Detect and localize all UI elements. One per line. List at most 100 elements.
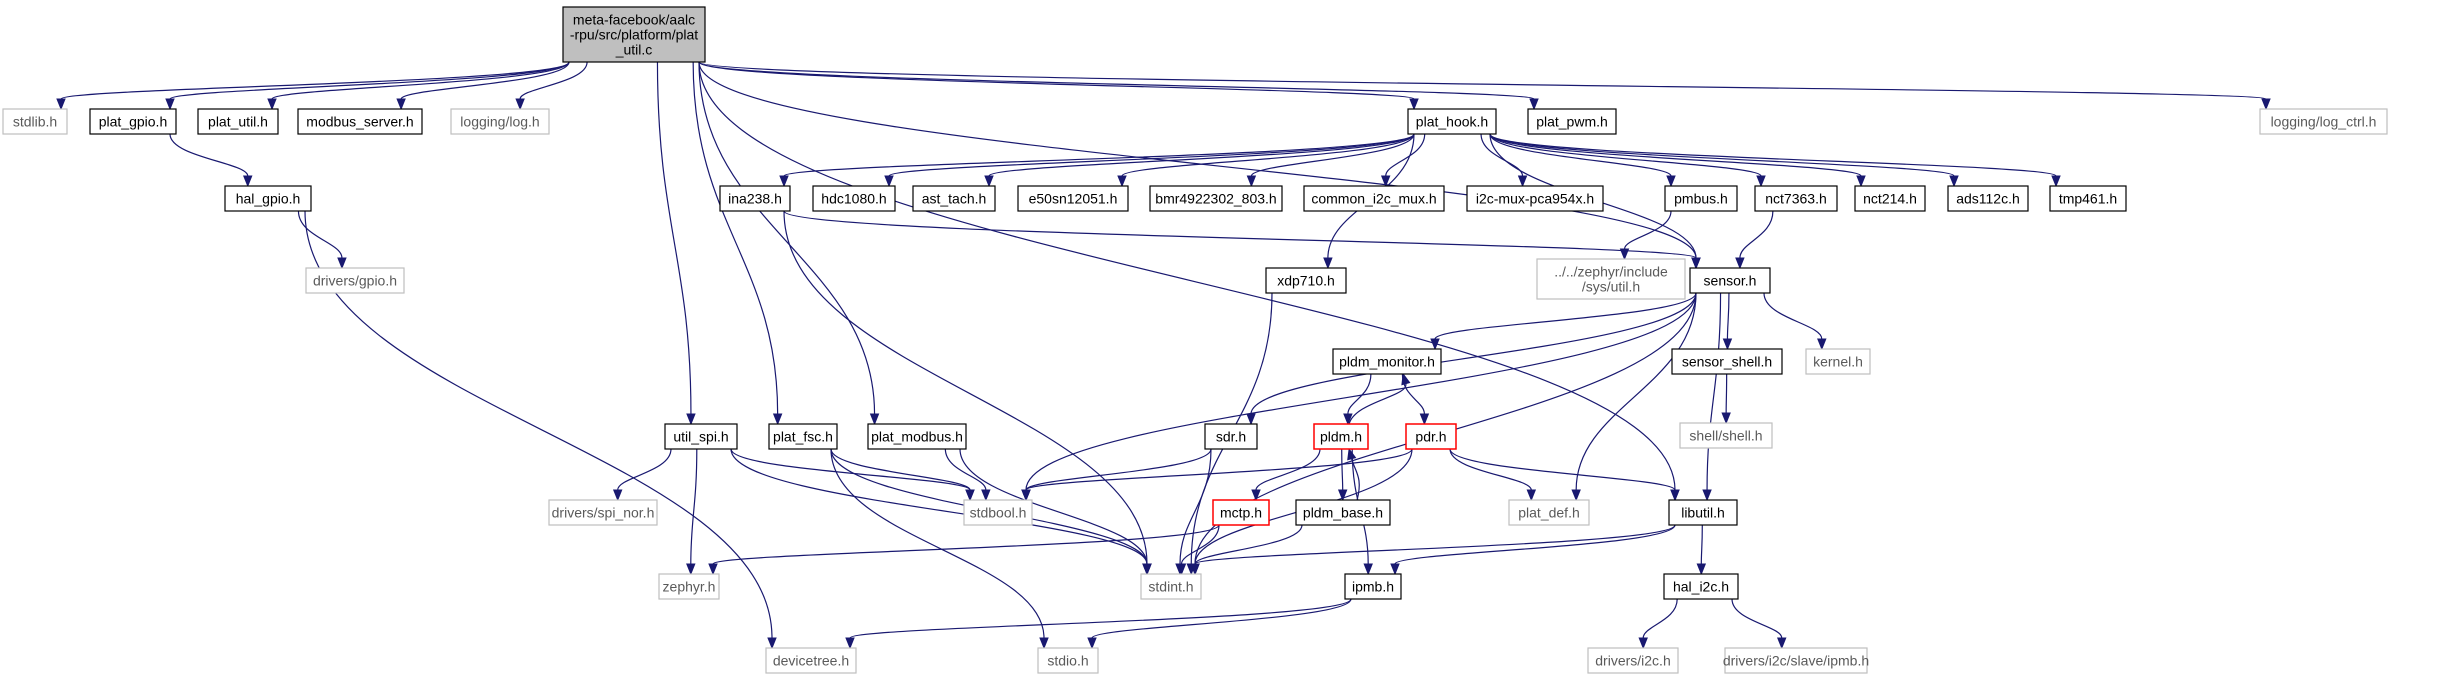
edge-root-to-util_spi [656,61,696,426]
node-box [224,185,312,212]
node-ast-tach[interactable]: ast_tach.h [912,185,996,212]
arrowhead-icon [1691,257,1701,270]
node-i2c-mux-pca[interactable]: i2c-mux-pca954x.h [1466,185,1604,212]
edge-line [1194,524,1676,565]
node-stdlib[interactable]: stdlib.h [2,108,68,135]
node-ads112c[interactable]: ads112c.h [1947,185,2029,212]
node-plat-modbus[interactable]: plat_modbus.h [867,423,967,450]
node-label: /sys/util.h [1582,279,1640,295]
edge-line [1394,524,1676,565]
arrowhead-icon [1949,175,1959,188]
node-zephyr[interactable]: zephyr.h [658,573,720,600]
node-ina238[interactable]: ina238.h [719,185,791,212]
edge-plat_hook-to-hdc1080 [884,133,1415,188]
node-label: sensor.h [1704,273,1757,289]
node-box [1724,647,1868,674]
node-sensor-shell[interactable]: sensor_shell.h [1671,348,1783,375]
edge-line [959,448,1148,565]
node-zephyr-util[interactable]: ../../zephyr/include/sys/util.h [1536,258,1686,300]
node-hal-i2c[interactable]: hal_i2c.h [1663,573,1739,600]
arrowhead-icon [1856,175,1866,188]
node-modbus-server[interactable]: modbus_server.h [297,108,423,135]
node-mctp[interactable]: mctp.h [1212,499,1270,526]
node-xdp710[interactable]: xdp710.h [1265,267,1347,294]
edge-line [849,598,1352,639]
arrowhead-icon [337,257,347,270]
node-devicetree[interactable]: devicetree.h [765,647,857,674]
node-util-spi[interactable]: util_spi.h [664,423,738,450]
node-label: drivers/gpio.h [313,273,397,289]
node-box [1303,185,1445,212]
edge-line [1575,292,1697,491]
node-pldm-base[interactable]: pldm_base.h [1295,499,1391,526]
node-plat-gpio[interactable]: plat_gpio.h [89,108,177,135]
node-box [1344,573,1402,600]
node-label: mctp.h [1220,505,1262,521]
edge-line [1739,210,1774,259]
node-hdc1080[interactable]: hdc1080.h [812,185,896,212]
graph-edges [56,61,2271,650]
node-box [765,647,857,674]
node-root[interactable]: meta-facebook/aalc-rpu/src/platform/plat… [562,6,706,63]
edge-plat_hook-to-nct214 [1489,133,1866,188]
edge-line [1255,448,1321,491]
node-sensor[interactable]: sensor.h [1689,267,1771,294]
node-box [1663,573,1739,600]
edge-line [60,61,570,100]
node-drivers-spi-nor[interactable]: drivers/spi_nor.h [548,499,658,526]
edge-pldm-to-pldm_base [1337,448,1348,502]
edge-line [1250,292,1697,415]
node-drivers-i2c-slave-ipmb[interactable]: drivers/i2c/slave/ipmb.h [1723,647,1869,674]
node-plat-hook[interactable]: plat_hook.h [1407,108,1497,135]
node-common-i2c-mux[interactable]: common_i2c_mux.h [1303,185,1445,212]
node-pmbus[interactable]: pmbus.h [1664,185,1738,212]
node-stdio[interactable]: stdio.h [1037,647,1099,674]
edge-hal_i2c-to-drivers_i2c_slave_ipmb [1731,598,1787,650]
node-label: zephyr.h [663,579,716,595]
edge-line [1347,373,1372,415]
node-label: shell/shell.h [1689,428,1762,444]
node-drivers-i2c[interactable]: drivers/i2c.h [1587,647,1679,674]
node-plat-pwm[interactable]: plat_pwm.h [1527,108,1617,135]
node-stdint[interactable]: stdint.h [1140,573,1202,600]
arrowhead-icon [1142,563,1152,576]
node-nct7363[interactable]: nct7363.h [1754,185,1838,212]
node-hal-gpio[interactable]: hal_gpio.h [224,185,312,212]
node-box [1664,185,1738,212]
edge-mctp-to-zephyr [708,524,1220,576]
node-pdr[interactable]: pdr.h [1405,423,1457,450]
edge-line [1642,598,1678,639]
node-label: -rpu/src/platform/plat [570,27,698,43]
node-stdbool[interactable]: stdbool.h [963,499,1033,526]
edge-nct7363-to-sensor [1735,210,1774,270]
edge-line [830,448,971,491]
edge-line [1725,373,1728,414]
edge-line [1623,210,1672,250]
node-sdr[interactable]: sdr.h [1204,423,1258,450]
node-nct214[interactable]: nct214.h [1854,185,1926,212]
node-plat-def[interactable]: plat_def.h [1508,499,1590,526]
node-log-ctrl[interactable]: logging/log_ctrl.h [2259,108,2388,135]
node-label: ../../zephyr/include [1554,264,1668,280]
node-label: bmr4922302_803.h [1155,191,1276,207]
edge-pldm-to-pldm_monitor [1348,372,1411,425]
node-e50sn[interactable]: e50sn12051.h [1017,185,1129,212]
node-shell-shell[interactable]: shell/shell.h [1679,422,1773,449]
node-box [719,185,791,212]
node-label: plat_pwm.h [1536,114,1608,130]
node-pldm[interactable]: pldm.h [1313,423,1369,450]
node-drivers-gpio[interactable]: drivers/gpio.h [305,267,405,294]
node-label: drivers/spi_nor.h [552,505,655,521]
edge-line [988,133,1415,177]
edge-plat_hook-to-bmr [1246,133,1415,188]
node-kernel[interactable]: kernel.h [1805,348,1871,375]
node-libutil[interactable]: libutil.h [1668,499,1738,526]
node-plat-util[interactable]: plat_util.h [197,108,279,135]
node-bmr[interactable]: bmr4922302_803.h [1149,185,1283,212]
node-pldm-monitor[interactable]: pldm_monitor.h [1332,348,1442,375]
node-tmp461[interactable]: tmp461.h [2049,185,2127,212]
edge-sensor-to-pldm_monitor [1430,292,1697,351]
node-ipmb[interactable]: ipmb.h [1344,573,1402,600]
node-plat-fsc[interactable]: plat_fsc.h [768,423,838,450]
node-logging-log[interactable]: logging/log.h [450,108,550,135]
